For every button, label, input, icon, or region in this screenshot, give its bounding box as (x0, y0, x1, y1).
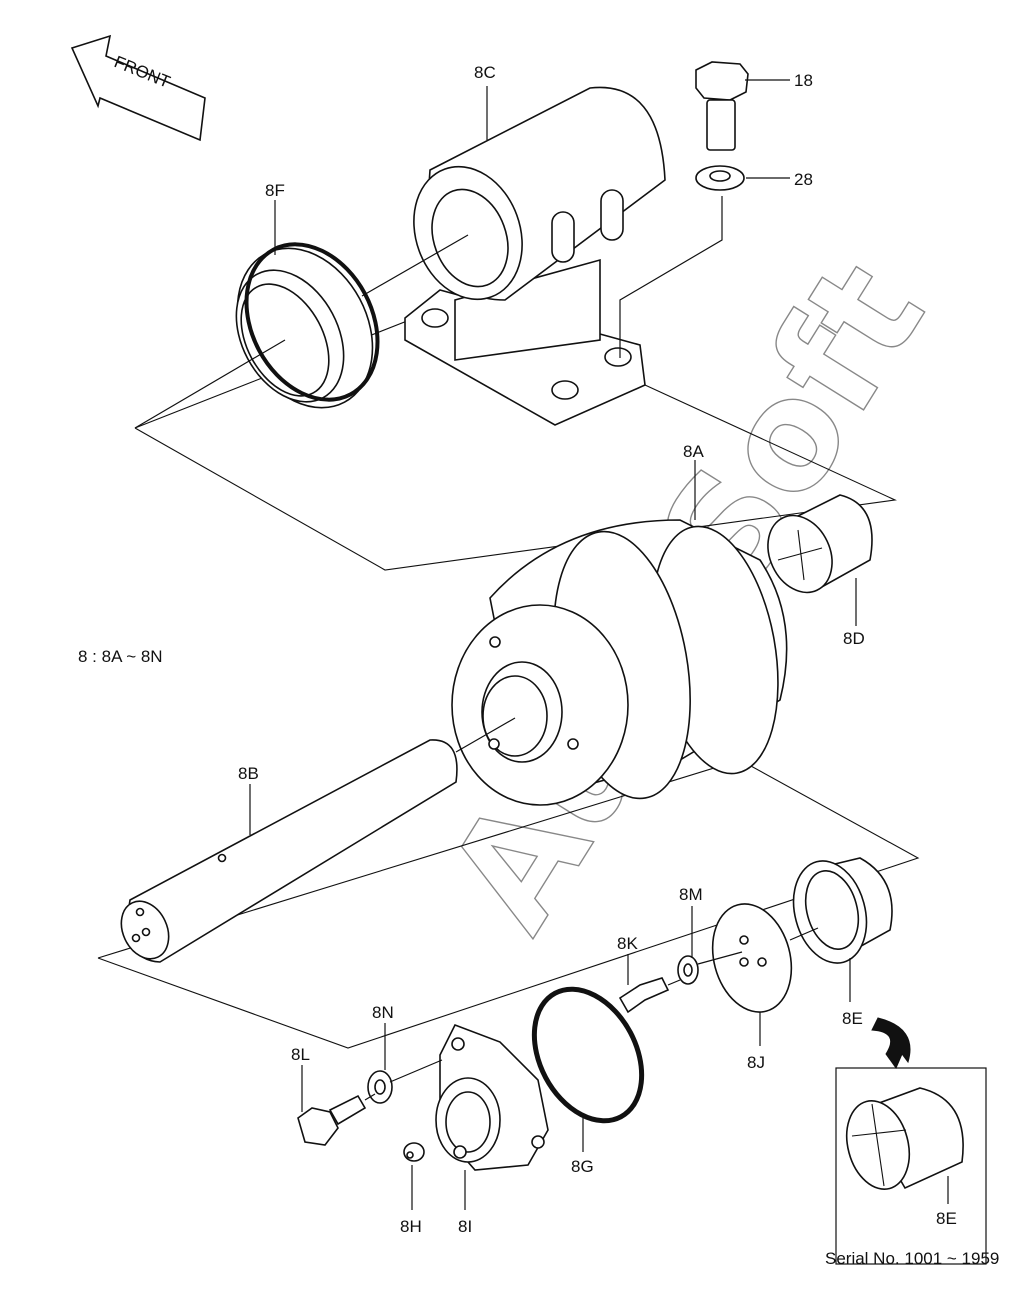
retainer-8i (435, 1023, 549, 1171)
roller-8a (451, 519, 788, 806)
washer-28 (619, 165, 745, 358)
washer-8n (367, 1059, 443, 1104)
inset-arrow (871, 1017, 911, 1070)
washer-8m (677, 951, 743, 985)
bolt-8l (297, 1093, 376, 1146)
group-label: 8 : 8A ~ 8N (78, 647, 163, 666)
housing-8c (134, 86, 666, 429)
front-arrow: FRONT (70, 34, 206, 142)
label-8d: 8D (843, 629, 865, 648)
label-8e-inset: 8E (936, 1209, 957, 1228)
label-8n: 8N (372, 1003, 394, 1022)
bushing-8d (767, 494, 873, 594)
label-18: 18 (794, 71, 813, 90)
bushing-8e (792, 857, 893, 964)
label-8l: 8L (291, 1045, 310, 1064)
label-8j: 8J (747, 1053, 765, 1072)
label-8b: 8B (238, 764, 259, 783)
callouts: 8C 8F 18 28 8A 8D 8 : 8A ~ 8N 8B 8M 8K 8… (78, 63, 999, 1268)
label-8e: 8E (842, 1009, 863, 1028)
bolt-8k (618, 977, 681, 1014)
label-8a: 8A (683, 442, 704, 461)
leader-lines (249, 79, 949, 1210)
bolt-18 (695, 61, 749, 151)
o-ring-8g (531, 986, 645, 1124)
serial-number: Serial No. 1001 ~ 1959 (825, 1249, 999, 1268)
label-8f: 8F (265, 181, 285, 200)
seal-ring-8f (235, 242, 380, 409)
cover-8j (711, 903, 819, 1013)
plug-8h (403, 1142, 425, 1162)
label-8k: 8K (617, 934, 638, 953)
label-8m: 8M (679, 885, 703, 904)
label-8g: 8G (571, 1157, 594, 1176)
label-8h: 8H (400, 1217, 422, 1236)
label-8c: 8C (474, 63, 496, 82)
inset-8e (835, 1067, 987, 1265)
label-8i: 8I (458, 1217, 472, 1236)
label-28: 28 (794, 170, 813, 189)
shaft-8b (120, 717, 516, 963)
